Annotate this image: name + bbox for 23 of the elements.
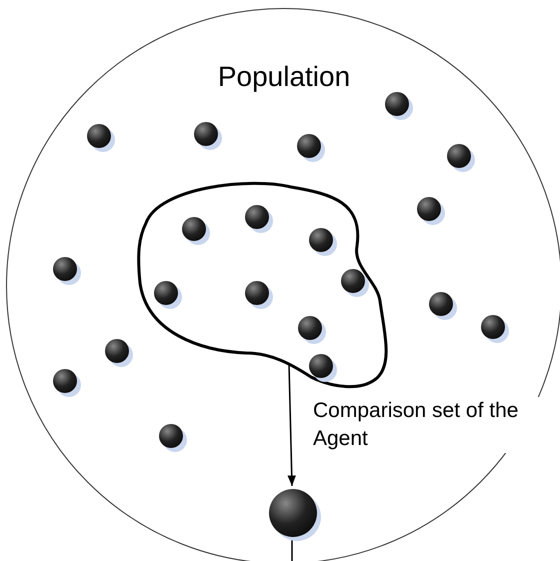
individual-dot [447, 144, 471, 168]
population-label: Population [216, 61, 352, 93]
arrow [288, 364, 296, 486]
agent-dot [269, 489, 317, 537]
individual-dot [309, 228, 333, 252]
individual-dot [385, 92, 409, 116]
individual-dot [481, 315, 505, 339]
individual-dot [154, 281, 178, 305]
individual-dot [105, 339, 129, 363]
individual-dot [245, 281, 269, 305]
individual-dot [298, 316, 322, 340]
individual-dot [245, 205, 269, 229]
individual-dot [417, 197, 441, 221]
individual-dot [429, 292, 453, 316]
individual-dot [159, 424, 183, 448]
individual-dot [309, 354, 333, 378]
individual-dot [53, 369, 77, 393]
individual-dot [194, 122, 218, 146]
individual-dot [341, 269, 365, 293]
individual-dot [182, 217, 206, 241]
individual-dot [53, 257, 77, 281]
individual-dot [87, 124, 111, 148]
individual-dot [297, 134, 321, 158]
